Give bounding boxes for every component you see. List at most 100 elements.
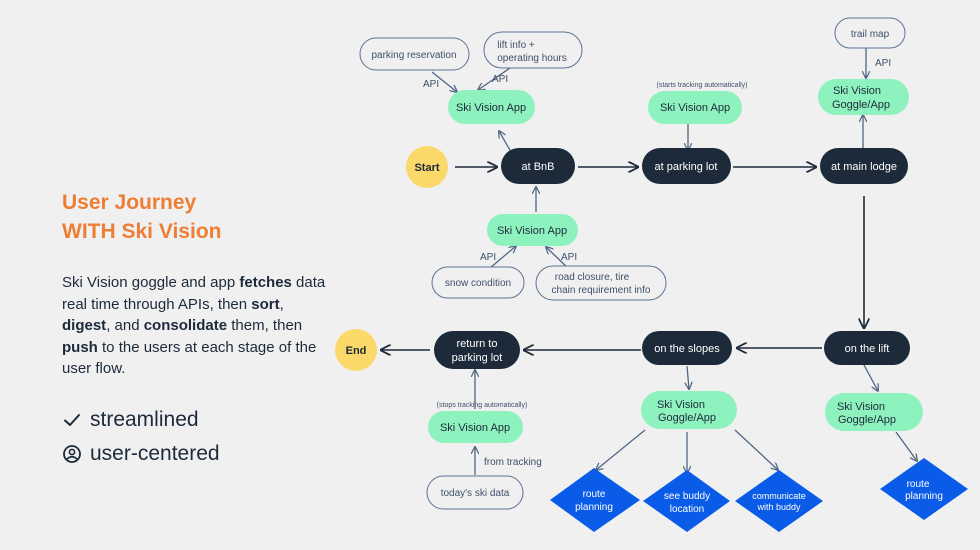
desc-text: them, then: [227, 317, 303, 334]
stage-label-line1: return to: [457, 338, 498, 350]
arrow-lift-info-to-app: [478, 67, 511, 90]
stage-on-the-slopes: on the slopes: [642, 331, 732, 365]
app-label-line1: Ski Vision: [837, 401, 885, 413]
app-label-line2: Goggle/App: [838, 414, 896, 426]
app-label: Ski Vision App: [440, 422, 510, 434]
arrow-app-to-route-planning-lift: [895, 431, 917, 461]
desc-emphasis-consolidate: consolidate: [143, 317, 228, 334]
feature-label-line2: with buddy: [756, 502, 801, 512]
app-node-parking: Ski Vision App: [648, 91, 742, 124]
stops-tracking-note: (stops tracking automatically): [437, 402, 528, 409]
stage-label: at main lodge: [831, 161, 897, 173]
stage-label-line2: parking lot: [452, 352, 503, 364]
start-label: Start: [414, 162, 439, 174]
desc-text: ,: [279, 295, 284, 313]
arrow-app-to-communicate: [734, 429, 778, 470]
stage-parking-lot: at parking lot: [642, 148, 731, 184]
user-circle-icon: [63, 444, 81, 463]
desc-text: Ski Vision goggle and app: [62, 274, 240, 291]
stage-bnb: at BnB: [501, 148, 575, 184]
stage-label: at BnB: [521, 161, 554, 173]
source-trail-map: [834, 17, 906, 49]
stage-on-the-lift: on the lift: [824, 331, 910, 365]
source-label-line1: road closure, tire: [555, 272, 630, 283]
app-label: Ski Vision App: [660, 102, 730, 114]
desc-text: data real time through APIs, then: [62, 274, 326, 313]
source-road-closure: [535, 265, 667, 301]
source-label-line2: chain requirement info: [552, 285, 651, 296]
app-label-line1: Ski Vision: [833, 85, 881, 97]
app-node-lodge: Ski Vision Goggle/App: [818, 79, 909, 115]
source-todays-ski-data: [426, 475, 524, 510]
app-node-bnb-top: Ski Vision App: [448, 90, 535, 124]
stage-main-lodge: at main lodge: [820, 148, 908, 184]
feature-label-line1: route: [907, 479, 930, 490]
starts-tracking-note: (starts tracking automatically): [656, 82, 747, 89]
app-node-slopes: Ski Vision Goggle/App: [641, 391, 737, 429]
app-label-line1: Ski Vision: [657, 399, 705, 411]
feature-label-line1: communicate: [752, 491, 806, 501]
title-line-2: WITH Ski Vision: [62, 220, 222, 243]
desc-emphasis-digest: digest: [62, 317, 107, 334]
end-label: End: [346, 345, 367, 357]
feature-label: streamlined: [90, 407, 199, 431]
stage-label: on the lift: [845, 343, 890, 355]
source-parking-reservation: [359, 37, 470, 71]
feature-route-planning-lift: route planning: [880, 458, 968, 520]
journey-summary-panel: User Journey WITH Ski Vision Ski Vision …: [62, 188, 332, 466]
feature-label-line2: planning: [575, 502, 613, 513]
desc-emphasis-fetches: fetches: [239, 274, 292, 291]
arrow-slopes-to-app: [687, 365, 689, 389]
stage-return-to-parking: return to parking lot: [434, 331, 520, 369]
source-label: today's ski data: [441, 488, 510, 499]
source-label: snow condition: [445, 278, 511, 289]
feature-user-centered: user-centered: [62, 442, 332, 466]
feature-see-buddy-location: see buddy location: [643, 470, 730, 532]
from-tracking-label: from tracking: [484, 457, 542, 468]
feature-label-line2: planning: [905, 491, 943, 502]
start-node: Start: [406, 146, 448, 188]
api-label: API: [492, 74, 508, 85]
source-label-line2: operating hours: [497, 53, 567, 64]
arrow-parking-reservation-to-app: [431, 71, 457, 92]
feature-label-line1: route: [583, 489, 606, 500]
source-label: parking reservation: [371, 50, 456, 61]
checkmark-icon: [64, 413, 80, 426]
feature-label: user-centered: [90, 441, 220, 465]
app-label-line2: Goggle/App: [658, 412, 716, 424]
desc-text: , and: [106, 317, 144, 334]
desc-emphasis-push: push: [62, 338, 98, 356]
api-label: API: [561, 252, 577, 263]
app-node-bnb-bottom: Ski Vision App: [487, 214, 578, 246]
feature-communicate-with-buddy: communicate with buddy: [735, 470, 823, 532]
desc-text: to the users at each stage of the user f…: [62, 338, 317, 378]
desc-emphasis-sort: sort: [251, 295, 280, 313]
arrow-snow-condition-to-app: [489, 246, 516, 269]
source-lift-info: [483, 31, 583, 69]
stage-label: on the slopes: [654, 343, 720, 355]
feature-label-line1: see buddy: [664, 491, 710, 502]
app-label: Ski Vision App: [456, 102, 526, 114]
app-node-return: Ski Vision App: [428, 411, 523, 443]
api-label: API: [875, 58, 891, 69]
page-title: User Journey WITH Ski Vision: [62, 188, 332, 246]
app-node-lift: Ski Vision Goggle/App: [825, 393, 923, 431]
app-label: Ski Vision App: [497, 225, 567, 237]
arrow-app-to-route-planning: [596, 429, 646, 470]
api-label: API: [480, 252, 496, 263]
app-label-line2: Goggle/App: [832, 99, 890, 111]
arrow-app-to-bnb-top: [499, 131, 512, 153]
arrow-lift-to-app: [863, 364, 878, 391]
description: Ski Vision goggle and app fetches data r…: [62, 272, 332, 380]
feature-route-planning-slopes: route planning: [550, 468, 640, 532]
source-label: trail map: [851, 29, 890, 40]
end-node: End: [335, 329, 377, 371]
feature-label-line2: location: [670, 504, 704, 515]
title-line-1: User Journey: [62, 191, 197, 214]
source-label-line1: lift info +: [497, 40, 535, 51]
feature-streamlined: streamlined: [62, 408, 332, 432]
stage-label: at parking lot: [655, 161, 718, 173]
api-label: API: [423, 79, 439, 90]
source-snow-condition: [431, 266, 525, 299]
